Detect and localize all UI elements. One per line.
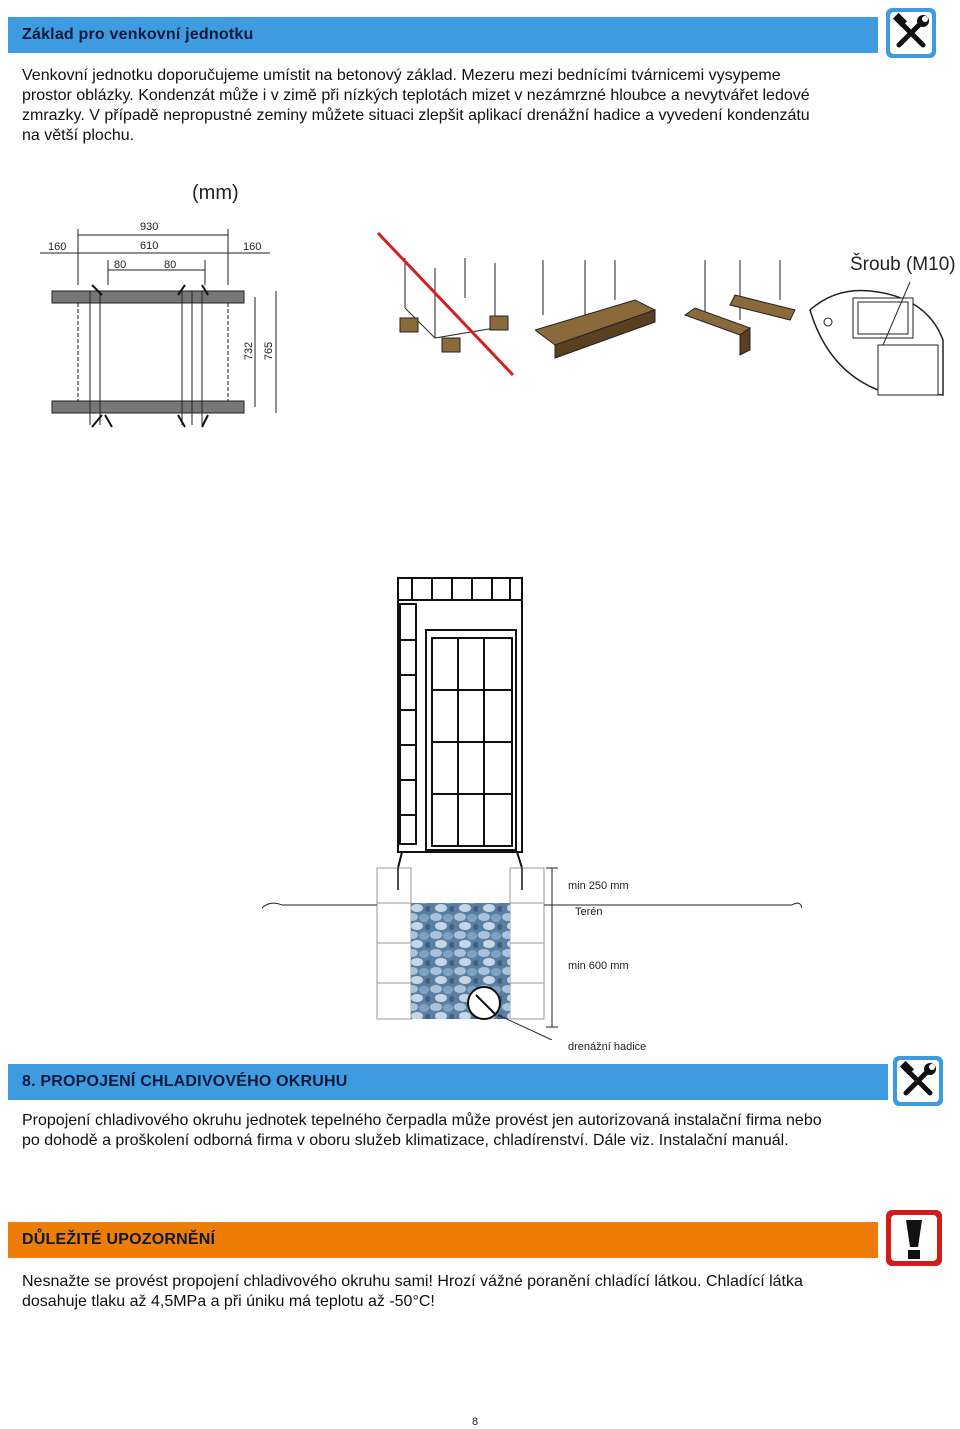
- dim-80-left: 80: [114, 259, 127, 271]
- tools-icon: [886, 8, 936, 58]
- text-line: prostor oblázky. Kondenzát může i v zimě…: [22, 87, 810, 104]
- dim-160-right: 160: [243, 241, 262, 253]
- installation-cross-section: [262, 577, 802, 1040]
- drain-hose-label: drenážní hadice: [568, 1041, 647, 1053]
- screw-detail-illustration: [809, 281, 944, 396]
- dim-765: 765: [263, 341, 276, 361]
- section-title: DŮLEŽITÉ UPOZORNĚNÍ: [22, 1231, 216, 1248]
- warning-paragraph: Nesnažte se provést propojení chladivové…: [22, 1272, 932, 1312]
- page-number: 8: [472, 1416, 479, 1428]
- min-250-label: min 250 mm: [568, 880, 629, 892]
- min-600-label: min 600 mm: [568, 960, 629, 972]
- text-line: dosahuje tlaku až 4,5MPa a při úniku má …: [22, 1293, 435, 1310]
- dim-160-left: 160: [48, 241, 67, 253]
- tools-icon: [893, 1056, 943, 1106]
- wrong-mounting-illustration: [376, 231, 515, 377]
- terrain-label: Terén: [575, 906, 603, 918]
- screw-label: Šroub (M10): [850, 254, 956, 275]
- dim-80-right: 80: [164, 259, 177, 271]
- piping-paragraph: Propojení chladivového okruhu jednotek t…: [22, 1111, 932, 1151]
- text-line: zmrazky. V případě nepropustné zeminy mů…: [22, 107, 810, 124]
- foundation-paragraph: Venkovní jednotku doporučujeme umístit n…: [22, 66, 922, 146]
- section-header-piping: 8. PROPOJENÍ CHLADIVOVÉHO OKRUHU: [8, 1064, 888, 1100]
- text-line: Venkovní jednotku doporučujeme umístit n…: [22, 67, 781, 84]
- footprint-dimension-drawing: [40, 229, 277, 428]
- text-line: Propojení chladivového okruhu jednotek t…: [22, 1112, 822, 1129]
- dim-930: 930: [140, 221, 159, 233]
- dim-732: 732: [243, 341, 256, 361]
- section-header-warning: DŮLEŽITÉ UPOZORNĚNÍ: [8, 1222, 878, 1258]
- exclamation-icon: [886, 1210, 942, 1266]
- text-line: na větší plochu.: [22, 127, 135, 144]
- section-title: 8. PROPOJENÍ CHLADIVOVÉHO OKRUHU: [22, 1073, 348, 1090]
- dim-610: 610: [140, 240, 159, 252]
- correct-mounting-illustration-2: [683, 260, 796, 356]
- text-line: po dohodě a proškolení odborná firma v o…: [22, 1132, 789, 1149]
- section-title: Základ pro venkovní jednotku: [22, 26, 254, 43]
- text-line: Nesnažte se provést propojení chladivové…: [22, 1273, 803, 1290]
- correct-mounting-illustration-1: [535, 260, 657, 359]
- unit-label: (mm): [192, 182, 239, 204]
- section-header-foundation: Základ pro venkovní jednotku: [8, 17, 878, 53]
